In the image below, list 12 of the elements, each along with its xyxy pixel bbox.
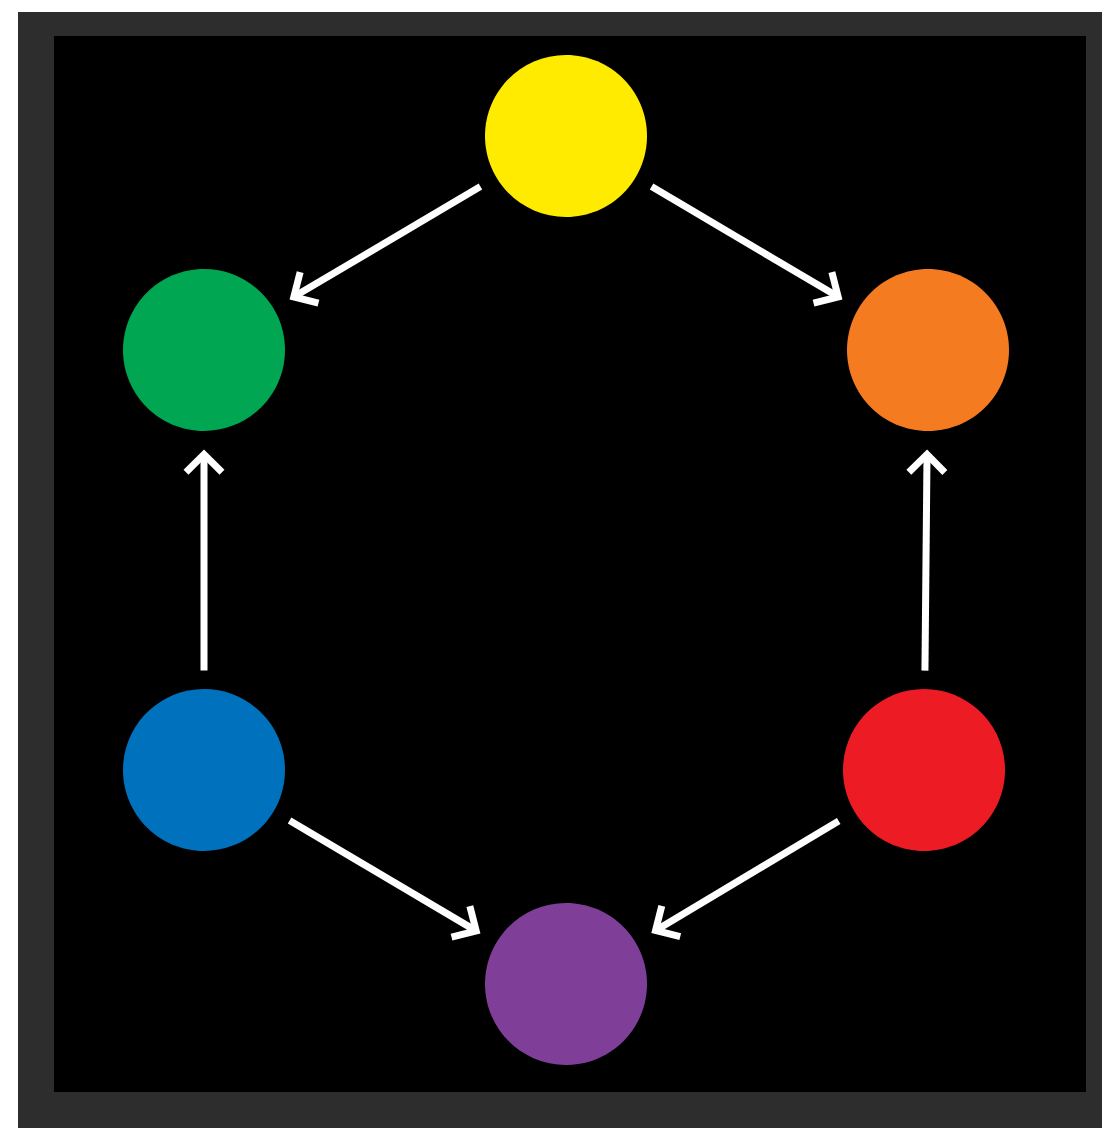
arrow (183, 449, 225, 671)
arrow (649, 183, 843, 307)
color-circle (847, 269, 1009, 431)
arrow (287, 817, 481, 941)
color-circle (485, 903, 647, 1065)
arrow (651, 818, 841, 941)
color-circle (123, 689, 285, 851)
arrow (289, 183, 483, 307)
color-circle (843, 689, 1005, 851)
arrow (906, 449, 948, 671)
color-circle (485, 55, 647, 217)
color-circle (123, 269, 285, 431)
